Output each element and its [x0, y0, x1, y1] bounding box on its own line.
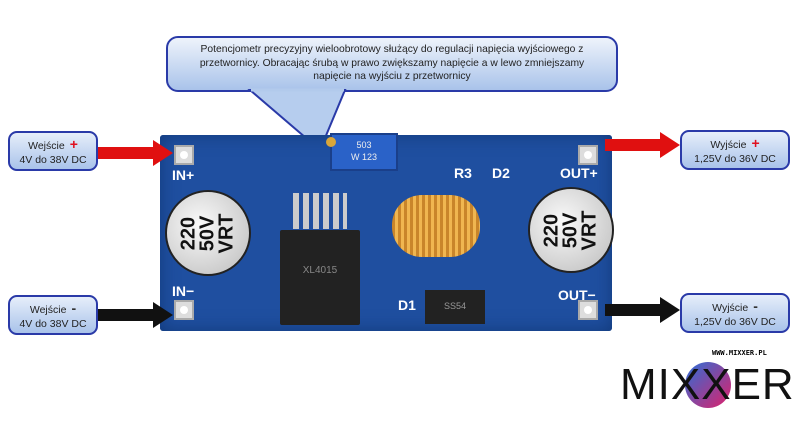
adjustment-screw-icon — [326, 137, 336, 147]
label-output-minus: Wyjście-1,25V do 36V DC — [680, 293, 790, 333]
pad-out-minus — [578, 300, 598, 320]
pad-out-plus — [578, 145, 598, 165]
pad-in-plus — [174, 145, 194, 165]
logo-circle — [685, 362, 731, 408]
silk-in-minus: IN− — [172, 283, 195, 299]
diode-ss54: SS54 — [425, 290, 485, 324]
silk-d1: D1 — [398, 297, 416, 313]
mixxer-logo: WWW.MIXXER.PL MIXXER — [620, 349, 795, 409]
silk-out-minus: OUT− — [558, 287, 596, 303]
silk-out-plus: OUT+ — [560, 165, 598, 181]
silk-d2: D2 — [492, 165, 510, 181]
potentiometer-callout: Potencjometr precyzyjny wieloobrotowy sł… — [166, 36, 618, 92]
ic-xl4015: XL4015 — [280, 230, 360, 325]
output-plus-arrow — [605, 132, 680, 158]
label-input-plus: Wejście+4V do 38V DC — [8, 131, 98, 171]
silk-in-plus: IN+ — [172, 167, 195, 183]
pad-in-minus — [174, 300, 194, 320]
output-minus-arrow — [605, 297, 680, 323]
label-input-minus: Wejście-4V do 38V DC — [8, 295, 98, 335]
label-output-plus: Wyjście+1,25V do 36V DC — [680, 130, 790, 170]
silk-r3: R3 — [454, 165, 472, 181]
input-minus-arrow — [98, 302, 173, 328]
input-plus-arrow — [98, 140, 173, 166]
inductor-coil — [392, 195, 480, 257]
ic-pins — [293, 193, 347, 229]
